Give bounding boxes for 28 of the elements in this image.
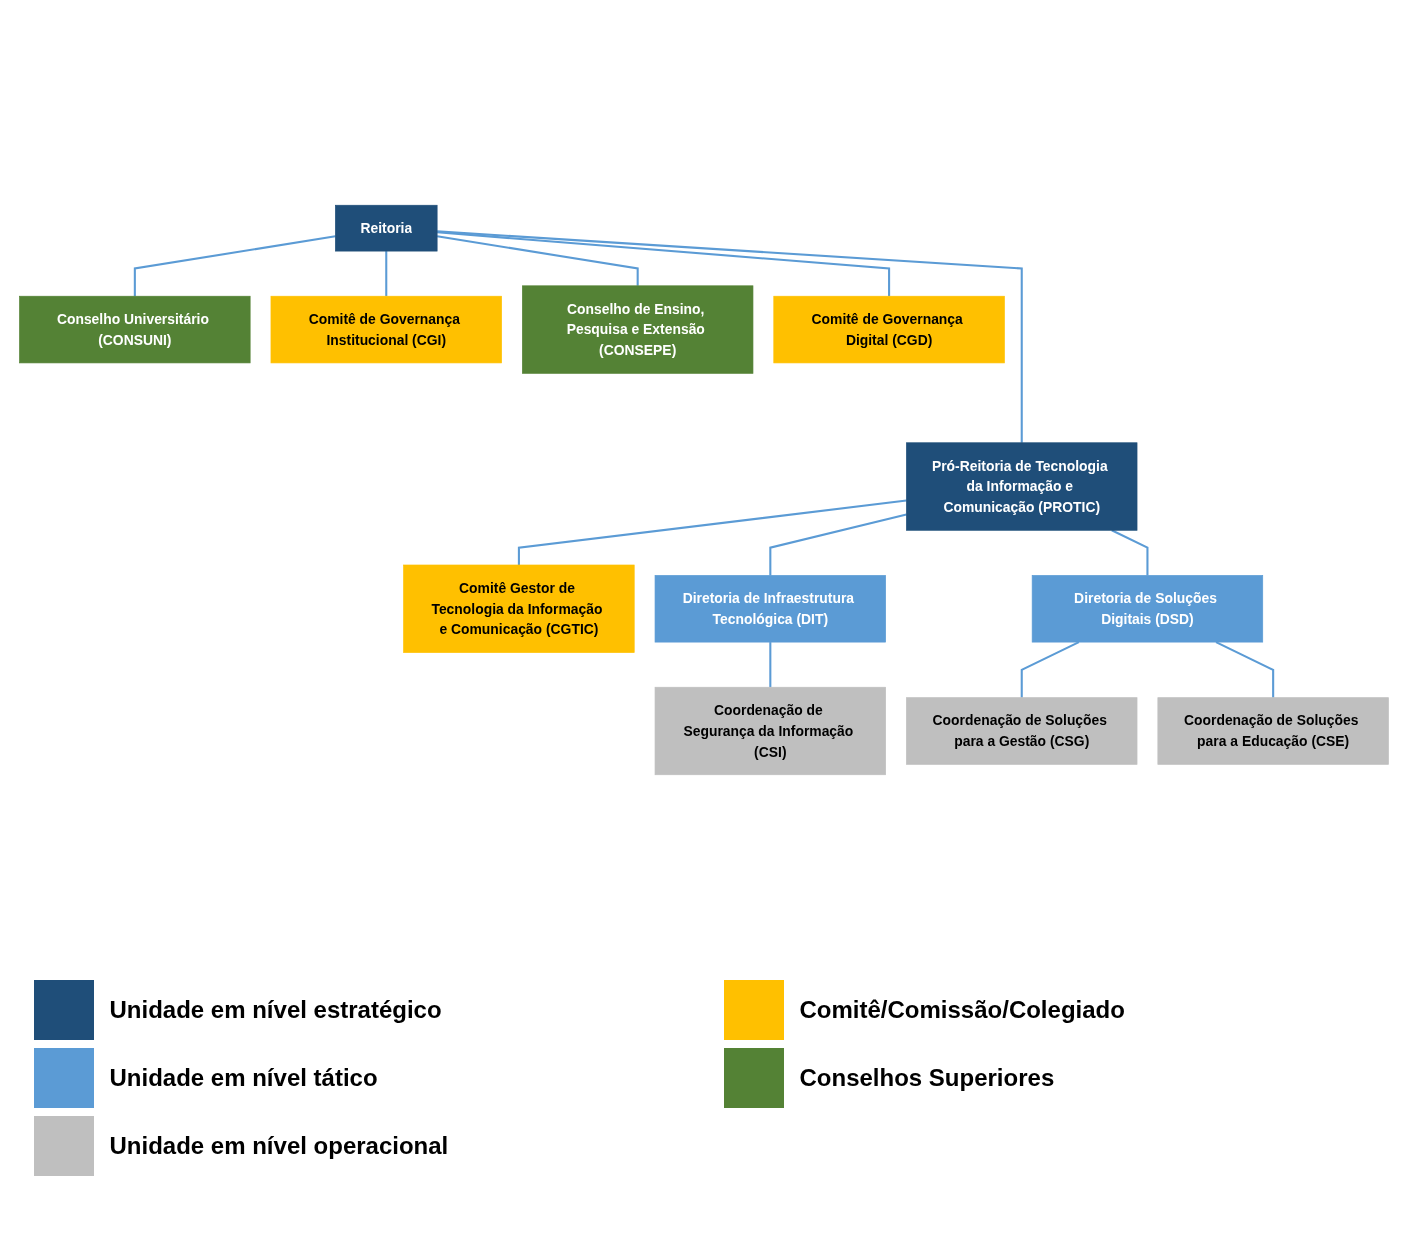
org-chart: Reitoria Conselho Universitário (CONSUNI) Comitê de Governança Institucional (CGI) Conselho de Ensino, Pesquisa e Extensão (CONSEPE) Comitê de Governança Digital (CGD) Pró-Reitoria de Tecnologia da Informação e Comunicação (PROTIC) Comitê Gestor de Tecnologia da Informação e Comunicação (CGTIC) Diretoria de Infraestrutura Tecnológica (DIT) Diretoria de Soluções Digitais (DSD) Coordenação de Segurança da Informação (CSI) Coordenação de Soluções para a Gestão (CSG) Coordenação de Soluções para a Educação (CSE) bbox=[13, 10, 1394, 970]
legend-label: Comitê/Comissão/Colegiado bbox=[799, 996, 1125, 1024]
connector bbox=[436, 231, 890, 297]
node-box bbox=[772, 295, 1005, 364]
node-box bbox=[334, 204, 437, 252]
legend-label: Unidade em nível operacional bbox=[109, 1132, 449, 1160]
node-box bbox=[905, 442, 1137, 531]
node-box bbox=[1157, 697, 1389, 765]
node-box bbox=[654, 575, 886, 643]
connector bbox=[517, 499, 907, 565]
node-box bbox=[270, 295, 502, 364]
legend-label: Conselhos Superiores bbox=[799, 1064, 1055, 1092]
node-box bbox=[18, 295, 250, 364]
connector bbox=[1215, 641, 1274, 698]
connector bbox=[1020, 641, 1079, 698]
connector bbox=[436, 235, 639, 286]
connector bbox=[768, 642, 771, 688]
connector bbox=[384, 251, 387, 297]
legend-label: Unidade em nível tático bbox=[109, 1064, 378, 1092]
node-box bbox=[402, 564, 635, 653]
legend-label: Unidade em nível estratégico bbox=[109, 996, 442, 1024]
connector bbox=[768, 513, 907, 576]
node-box bbox=[654, 686, 886, 776]
connector bbox=[436, 230, 1023, 443]
connector bbox=[133, 235, 336, 297]
node-box bbox=[905, 697, 1137, 765]
node-box bbox=[521, 285, 753, 374]
node-box bbox=[1031, 575, 1263, 643]
